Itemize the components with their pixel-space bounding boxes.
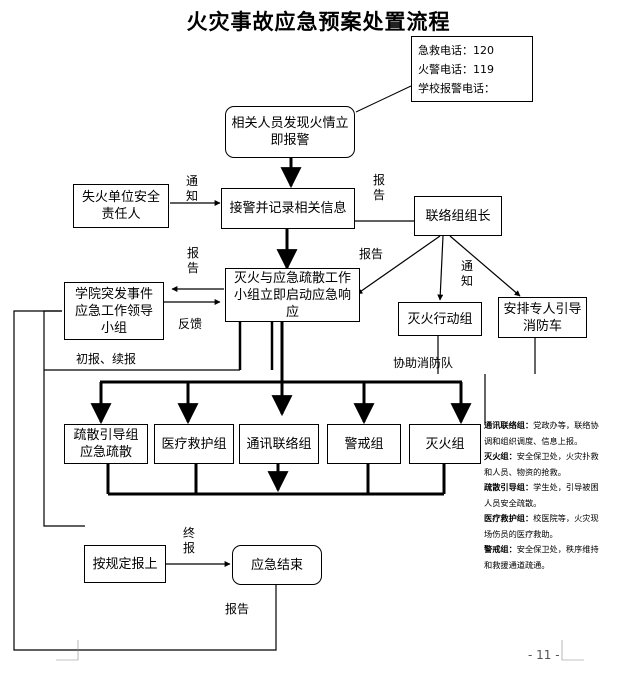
box-fire-action: 灭火行动组: [398, 302, 482, 336]
label-final-report: 终报: [182, 526, 195, 555]
box-guard-group: 警戒组: [327, 424, 401, 464]
box-extinguish-group: 灭火组: [409, 424, 481, 464]
ambulance-phone: 急救电话：120: [418, 44, 494, 57]
label-notify-1: 通知: [185, 174, 198, 203]
emergency-phone-box: 急救电话：120 火警电话：119 学校报警电话：: [411, 36, 533, 102]
box-guide-truck: 安排专人引导消防车: [498, 297, 587, 338]
box-unit-chief: 失火单位安全责任人: [73, 184, 169, 228]
note-comms: 通讯联络组：党政办等，联络协调和组织调度、信息上报。: [484, 420, 599, 446]
label-report-1: 报告: [372, 173, 385, 202]
note-medical: 医疗救护组：校医院等，火灾现场伤员的医疗救助。: [484, 513, 599, 539]
school-alarm-phone: 学校报警电话：: [418, 82, 495, 95]
box-command-group: 灭火与应急疏散工作小组立即启动应急响应: [225, 268, 360, 322]
label-notify-2: 通知: [460, 259, 473, 288]
box-college-leader: 学院突发事件应急工作领导小组: [64, 282, 164, 340]
label-feedback: 反馈: [178, 317, 203, 331]
group-notes: 通讯联络组：党政办等，联络协调和组织调度、信息上报。 灭火组：安全保卫处，火灾扑…: [484, 418, 606, 573]
label-report-bottom: 报告: [225, 602, 250, 616]
note-extinguish: 灭火组：安全保卫处，火灾扑救和人员、物资的抢救。: [484, 451, 599, 477]
label-initial-report: 初报、续报: [76, 352, 137, 366]
box-comms-group: 通讯联络组: [239, 424, 319, 464]
box-liaison-leader: 联络组组长: [414, 196, 502, 236]
page-number: - 11 -: [528, 648, 560, 662]
label-report-2: 报告: [359, 247, 384, 261]
note-evacuation: 疏散引导组：学生处，引导被困人员安全疏散。: [484, 482, 599, 508]
fire-phone: 火警电话：119: [418, 63, 494, 76]
page-title: 火灾事故应急预案处置流程: [186, 9, 451, 34]
box-medical-group: 医疗救护组: [154, 424, 234, 464]
box-emergency-end: 应急结束: [232, 545, 322, 585]
label-assist-fire-brigade: 协助消防队: [393, 356, 454, 370]
box-receive-alarm: 接警并记录相关信息: [221, 188, 355, 229]
label-report-3: 报告: [186, 246, 199, 275]
note-guard: 警戒组：安全保卫处，秩序维持和救援通道疏通。: [484, 544, 599, 570]
box-discover-fire: 相关人员发现火情立即报警: [225, 106, 355, 158]
box-evacuation-group: 疏散引导组应急疏散: [64, 424, 148, 464]
box-report-rule: 按规定报上: [84, 545, 166, 583]
